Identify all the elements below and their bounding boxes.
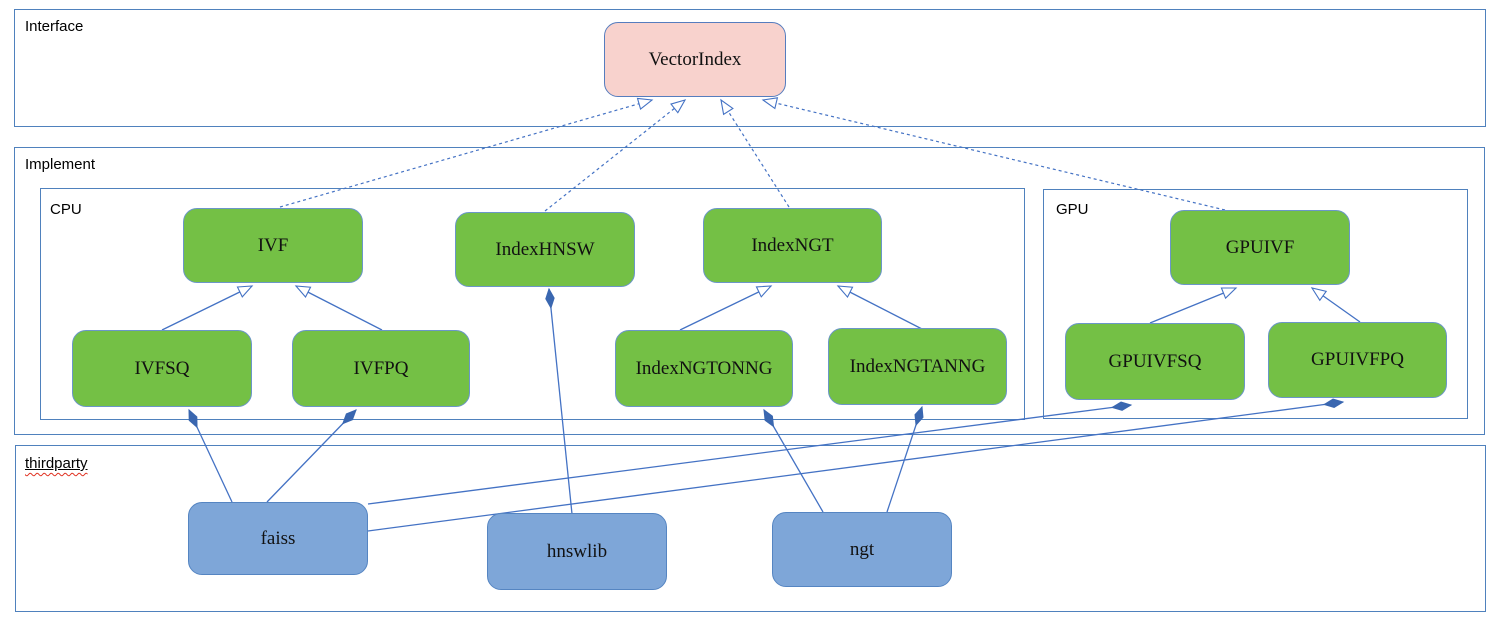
node-ngt: ngt xyxy=(772,512,952,587)
container-cpu xyxy=(40,188,1025,420)
node-indexhnsw: IndexHNSW xyxy=(455,212,635,287)
edge-gpuivfpq-extends-gpuivf xyxy=(1310,287,1361,323)
edge-ivfpq-extends-ivf xyxy=(294,285,383,331)
edge-indexngt-realizes-vectorindex xyxy=(720,98,790,208)
node-ivfpq: IVFPQ xyxy=(292,330,470,407)
implement-label: Implement xyxy=(25,156,96,173)
gpu-label: GPU xyxy=(1056,201,1089,218)
node-gpuivfsq: GPUIVFSQ xyxy=(1065,323,1245,400)
cpu-label: CPU xyxy=(50,201,82,218)
edge-faiss-composes-gpuivfsq xyxy=(367,401,1133,505)
node-faiss: faiss xyxy=(188,502,368,575)
node-indexngtonng: IndexNGTONNG xyxy=(615,330,793,407)
interface-label: Interface xyxy=(25,18,84,35)
edge-gpuivfsq-extends-gpuivf xyxy=(1149,287,1238,324)
node-gpuivfpq: GPUIVFPQ xyxy=(1268,322,1447,398)
node-vectorindex: VectorIndex xyxy=(604,22,786,97)
edge-indexngtanng-extends-indexngt xyxy=(836,285,923,330)
edge-hnswlib-composes-indexhnsw xyxy=(545,287,573,515)
edge-faiss-composes-ivfsq xyxy=(188,408,233,503)
node-indexngt: IndexNGT xyxy=(703,208,882,283)
edge-ngt-composes-indexngtonng xyxy=(763,408,824,513)
thirdparty-label: thirdparty xyxy=(25,455,88,472)
edge-indexhnsw-realizes-vectorindex xyxy=(544,99,687,212)
container-interface xyxy=(14,9,1486,127)
edge-indexngtonng-extends-indexngt xyxy=(679,285,773,331)
node-ivf: IVF xyxy=(183,208,363,283)
container-implement xyxy=(14,147,1485,435)
edge-ivfsq-extends-ivf xyxy=(161,285,254,331)
node-indexngtanng: IndexNGTANNG xyxy=(828,328,1007,405)
edge-ivf-realizes-vectorindex xyxy=(279,97,654,208)
container-thirdparty xyxy=(15,445,1486,612)
container-gpu xyxy=(1043,189,1468,419)
node-hnswlib: hnswlib xyxy=(487,513,667,590)
edge-faiss-composes-gpuivfpq xyxy=(367,398,1345,532)
node-gpuivf: GPUIVF xyxy=(1170,210,1350,285)
edge-gpuivf-realizes-vectorindex xyxy=(761,97,1226,211)
edge-faiss-composes-ivfpq xyxy=(266,409,357,503)
node-ivfsq: IVFSQ xyxy=(72,330,252,407)
